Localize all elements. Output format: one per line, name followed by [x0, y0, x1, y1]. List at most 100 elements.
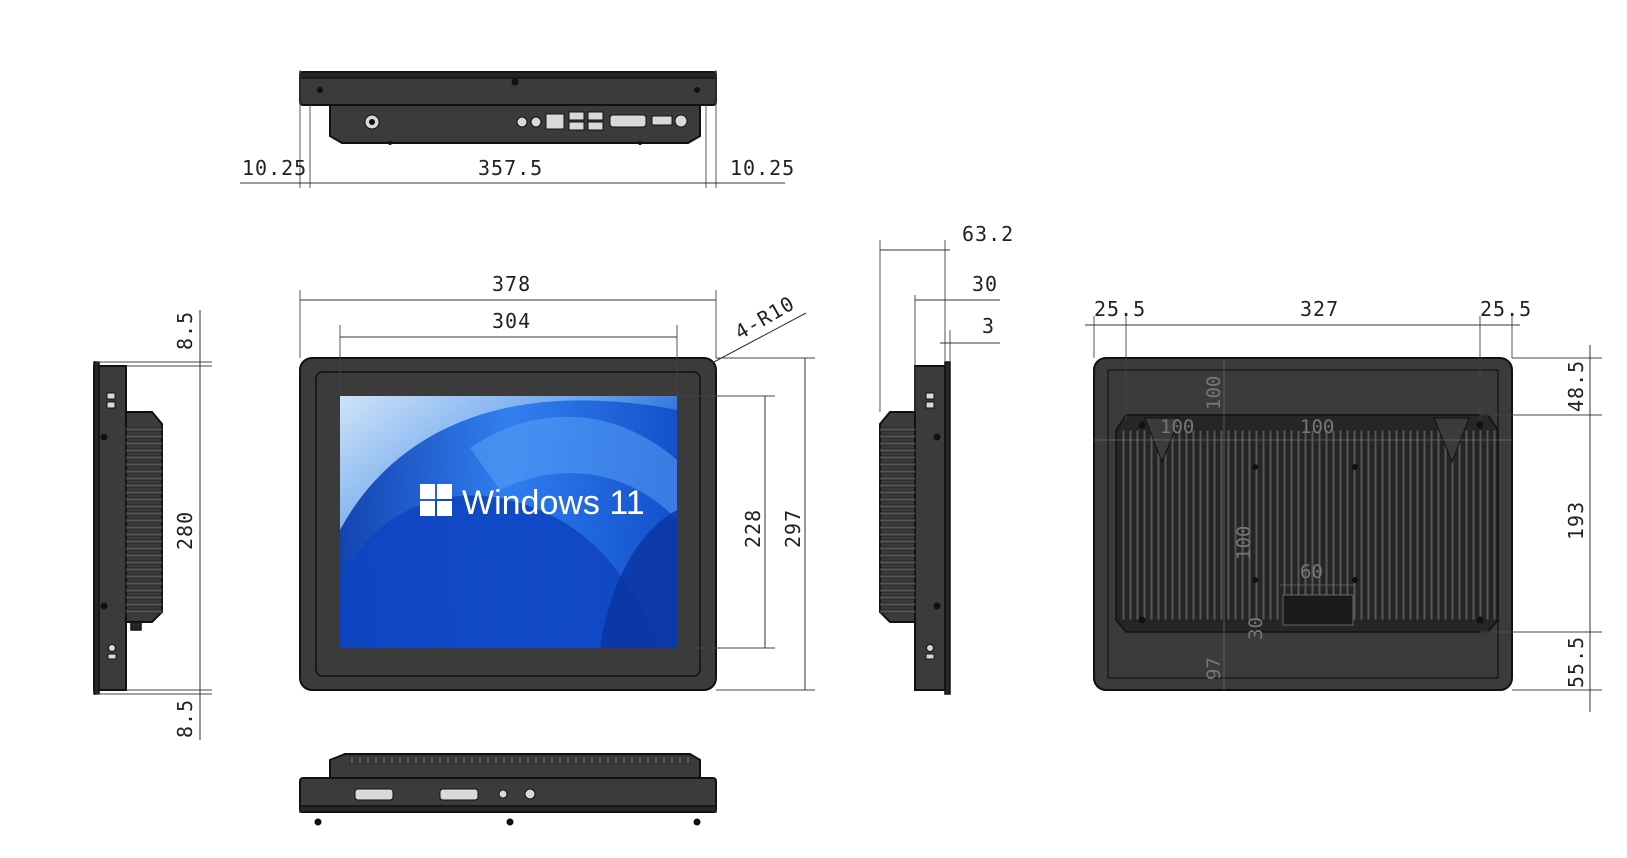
dim-left-height: 280: [173, 511, 197, 550]
left-fin: [125, 588, 163, 593]
bottom-com-port-icon-2: [439, 788, 479, 801]
back-fin: [1401, 429, 1406, 621]
dim-back-vesa-100-a: 100: [1203, 376, 1225, 410]
back-fin: [1387, 429, 1392, 621]
back-fin: [1338, 429, 1343, 621]
left-view-lip: [93, 361, 100, 695]
left-view-fins: [125, 427, 163, 614]
bottom-fin: [389, 755, 395, 765]
back-fin: [1163, 429, 1168, 621]
dim-back-bottom-offset: 55.5: [1564, 636, 1588, 688]
right-fin: [879, 455, 916, 460]
right-screw-2: [933, 602, 941, 610]
bottom-fin: [445, 755, 451, 765]
bottom-screw-2: [506, 818, 514, 826]
back-fin: [1464, 429, 1469, 621]
power-button-center: [369, 119, 375, 125]
left-screw-2: [100, 602, 108, 610]
bottom-fin: [597, 755, 603, 765]
dim-front-overall-height: 297: [781, 509, 805, 548]
back-fin: [1359, 429, 1364, 621]
dim-back-mount-width: 327: [1300, 297, 1339, 321]
back-fin: [1177, 429, 1182, 621]
back-fin: [1289, 429, 1294, 621]
vga-port-icon: [609, 114, 647, 128]
bottom-fin: [677, 755, 683, 765]
left-port-icon-3: [108, 644, 116, 652]
right-fin: [879, 511, 916, 516]
right-fin: [879, 483, 916, 488]
right-fin: [879, 434, 916, 439]
bottom-fin: [469, 755, 475, 765]
back-fin: [1240, 429, 1245, 621]
usb-port-icon-4: [587, 121, 604, 131]
right-fin: [879, 546, 916, 551]
bottom-port-icon-1: [498, 789, 508, 799]
back-fin: [1492, 429, 1497, 621]
back-fin: [1478, 429, 1483, 621]
dim-top-right-margin: 10.25: [730, 156, 795, 180]
right-fin: [879, 560, 916, 565]
lan-port-icon: [545, 113, 565, 130]
dim-side-depth-30: 30: [972, 272, 998, 296]
bottom-fin: [517, 755, 523, 765]
bottom-fin: [557, 755, 563, 765]
left-fin: [125, 525, 163, 530]
left-fin: [125, 518, 163, 523]
left-fin: [125, 483, 163, 488]
bottom-fin: [565, 755, 571, 765]
right-fin: [879, 567, 916, 572]
right-port-icon-4: [925, 653, 935, 660]
back-fin: [1212, 429, 1217, 621]
back-vesa-hole-4: [1352, 577, 1358, 583]
right-fin: [879, 504, 916, 509]
left-fin: [125, 448, 163, 453]
screen-bloom-4: [600, 510, 677, 648]
dim-back-vesa-30: 30: [1245, 617, 1267, 640]
front-view-inner-bezel: [315, 371, 701, 677]
back-vesa-hole-3: [1252, 577, 1258, 583]
right-view-frame: [914, 365, 946, 691]
back-fin: [1471, 429, 1476, 621]
bottom-view-lip: [299, 805, 717, 813]
back-view: 100 100 100 100 60 30 97 25.5 327 25.5 4…: [1085, 297, 1602, 712]
right-fin: [879, 441, 916, 446]
right-fin: [879, 609, 916, 614]
back-fin: [1184, 429, 1189, 621]
back-fin: [1275, 429, 1280, 621]
back-fin: [1205, 429, 1210, 621]
dim-top-width: 357.5: [478, 156, 543, 180]
back-fin: [1261, 429, 1266, 621]
bottom-fin: [453, 755, 459, 765]
top-screw-4: [388, 141, 392, 145]
dim-top-left-margin: 10.25: [242, 156, 307, 180]
right-port-icon-2: [925, 401, 935, 409]
dim-back-right-margin: 25.5: [1480, 297, 1532, 321]
top-view: 10.25 357.5 10.25: [240, 70, 795, 188]
dim-back-vesa-100-c: 100: [1300, 416, 1334, 438]
bottom-fin: [477, 755, 483, 765]
dim-back-vesa-60: 60: [1300, 561, 1323, 583]
back-fin: [1296, 429, 1301, 621]
right-fin: [879, 539, 916, 544]
left-fin: [125, 595, 163, 600]
back-fin: [1408, 429, 1413, 621]
back-fin: [1282, 429, 1287, 621]
bottom-fin: [421, 755, 427, 765]
left-fin: [125, 441, 163, 446]
back-screw-3: [1138, 616, 1146, 624]
dim-front-overall-width: 378: [492, 272, 531, 296]
hdmi-port-icon: [651, 115, 673, 126]
top-screw-5: [638, 141, 642, 145]
bottom-screw-1: [314, 818, 322, 826]
back-fin: [1443, 429, 1448, 621]
right-fin: [879, 497, 916, 502]
back-fin: [1394, 429, 1399, 621]
left-fin: [125, 469, 163, 474]
right-fin: [879, 525, 916, 530]
left-fin: [125, 511, 163, 516]
back-fin: [1128, 429, 1133, 621]
left-fin: [125, 476, 163, 481]
left-fin: [125, 462, 163, 467]
